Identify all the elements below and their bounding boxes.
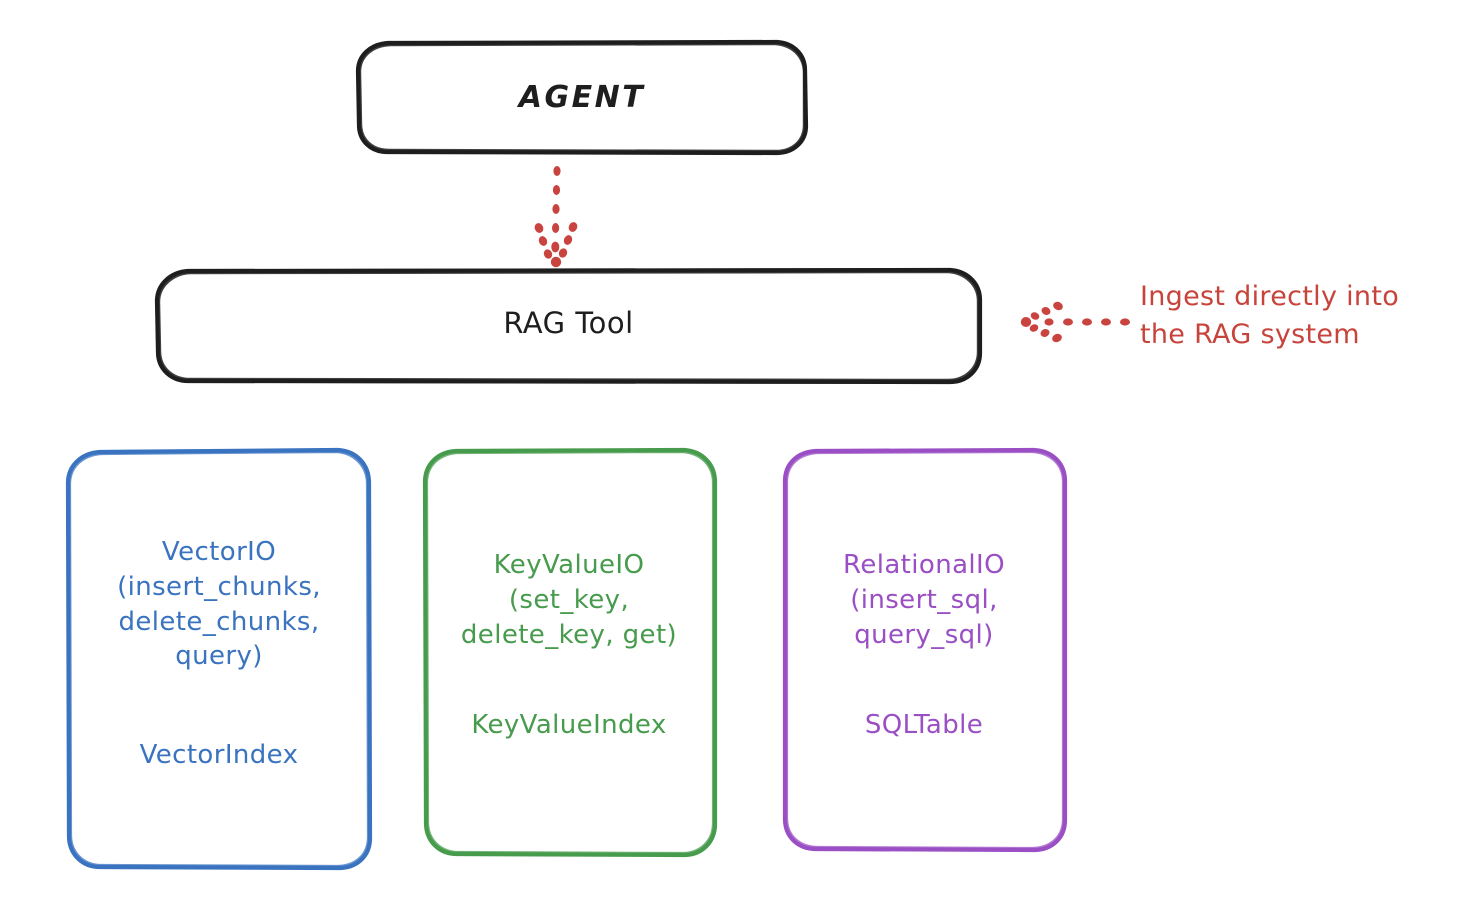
relational-io-box-outline [782,447,1068,853]
vector-io-node[interactable] [65,447,373,871]
rag-tool-node[interactable] [154,267,983,385]
relational-io-node[interactable] [782,447,1068,853]
agent-box-outline-sketch [358,42,806,153]
rag-tool-box-outline-sketch [157,270,980,382]
vector-io-box-outline-sketch [68,450,370,868]
agent-node[interactable] [355,39,809,156]
ingest-to-rag-connector [1020,301,1130,343]
relational-io-box-outline-sketch [785,450,1065,850]
key-value-io-box-outline-sketch [425,450,715,855]
vector-io-box-outline [65,447,373,871]
key-value-io-box-outline [422,447,718,858]
agent-box-outline [355,39,809,156]
agent-to-rag-connector [534,166,578,268]
key-value-io-node[interactable] [422,447,718,858]
rag-tool-box-outline [154,267,983,385]
